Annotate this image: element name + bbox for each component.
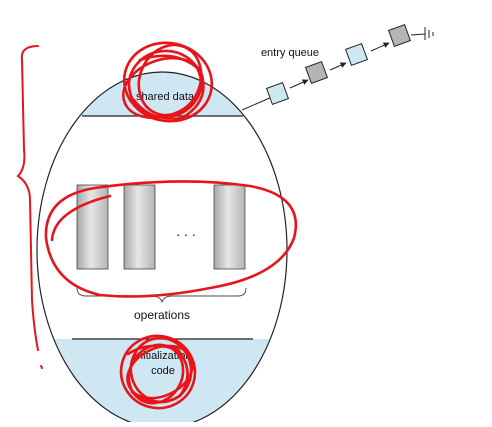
initialization-scribble [119, 334, 197, 410]
left-brace-annotation [16, 45, 39, 351]
queue-connector [241, 96, 273, 111]
queue-process-box [304, 60, 329, 85]
queue-process-box [387, 23, 412, 48]
initialization-code-label: code [151, 365, 175, 377]
queue-process-box [344, 42, 369, 67]
queue-process-box [265, 81, 290, 106]
operations-annotation-loop [44, 180, 298, 298]
queue-arrow [329, 62, 347, 71]
left-brace-tick [40, 365, 43, 369]
operation-bar [213, 184, 246, 270]
operations-ellipsis: . . . [176, 223, 195, 239]
queue-arrow [370, 42, 390, 52]
shared-data-label: shared data [136, 91, 195, 103]
red-annotations [16, 41, 298, 410]
queue-ground-line [410, 33, 426, 36]
queue-ground-symbol [424, 27, 434, 40]
shared-data-region [37, 72, 287, 116]
operations-group: . . . operations [76, 184, 247, 322]
operation-bar [123, 184, 156, 270]
entry-queue: entry queue [241, 23, 434, 111]
entry-queue-label: entry queue [261, 47, 319, 59]
operations-brace [76, 287, 247, 304]
operations-label: operations [134, 308, 190, 322]
queue-arrow [289, 79, 309, 89]
shared-data-scribble [122, 41, 214, 123]
